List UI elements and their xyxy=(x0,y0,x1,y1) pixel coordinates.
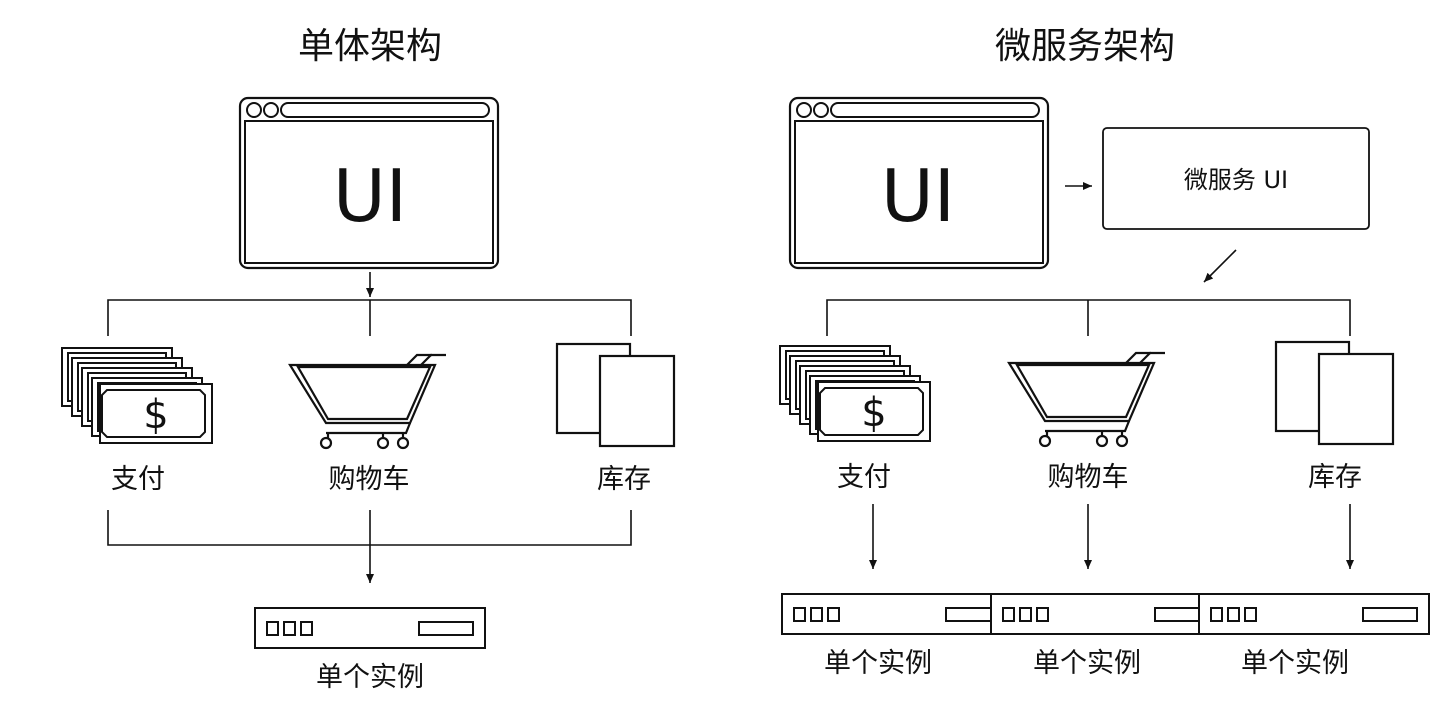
ui-label: UI xyxy=(881,154,955,238)
module-label-inventory: 库存 xyxy=(1308,462,1362,493)
shopping-cart-icon xyxy=(1007,351,1167,448)
microservice-ui-box xyxy=(1102,127,1370,230)
server-instance-icon xyxy=(254,607,486,649)
server-instance-icon xyxy=(1198,593,1430,635)
module-arrows xyxy=(869,504,1354,569)
connector-lines xyxy=(826,299,1351,336)
module-label-cart: 购物车 xyxy=(1048,462,1129,493)
documents-icon xyxy=(555,342,676,448)
module-label-cart: 购物车 xyxy=(329,464,410,495)
instance-label: 单个实例 xyxy=(1241,648,1349,679)
instance-label: 单个实例 xyxy=(1033,648,1141,679)
server-instance-icon xyxy=(781,593,1013,635)
server-instance-icon xyxy=(990,593,1222,635)
documents-icon xyxy=(1274,340,1395,446)
microservices-panel: 微服务架构 UI 微服务 UI 支付 购物车 库存 xyxy=(779,26,1430,679)
ui-label: UI xyxy=(333,154,407,238)
monolith-title: 单体架构 xyxy=(298,26,442,67)
module-label-payment: 支付 xyxy=(837,462,891,493)
arrow-ms-ui-to-modules xyxy=(1203,249,1237,283)
microservice-ui-label: 微服务 UI xyxy=(1184,166,1288,194)
module-label-inventory: 库存 xyxy=(597,464,651,495)
instance-label: 单个实例 xyxy=(316,662,424,693)
money-stack-icon xyxy=(779,345,931,442)
module-label-payment: 支付 xyxy=(111,464,165,495)
instance-label: 单个实例 xyxy=(824,648,932,679)
shopping-cart-icon xyxy=(288,353,448,450)
monolith-panel: 单体架构 UI 支付 购物车 库存 单个实例 xyxy=(61,26,676,693)
microservices-title: 微服务架构 xyxy=(995,26,1175,67)
money-stack-icon xyxy=(61,347,213,444)
